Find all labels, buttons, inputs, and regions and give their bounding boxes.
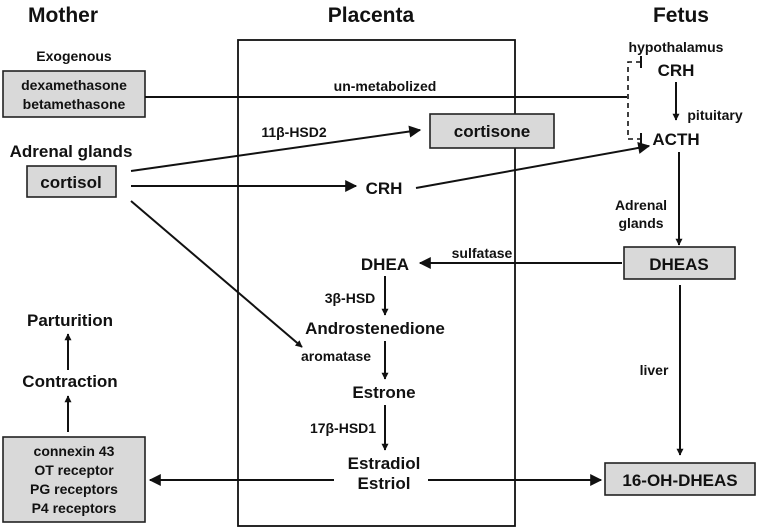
fetus-column-header: Fetus: [653, 4, 709, 27]
pg-receptors-text: PG receptors: [30, 481, 118, 497]
p4-receptors-text: P4 receptors: [32, 500, 117, 516]
connexin-text: connexin 43: [34, 443, 115, 459]
exogenous-label: Exogenous: [36, 48, 112, 64]
ot-receptor-text: OT receptor: [34, 462, 114, 478]
cortisol-box: [26, 165, 117, 198]
ohdheas-text: 16-OH-DHEAS: [622, 471, 737, 490]
acth-node: ACTH: [652, 130, 699, 149]
hypothalamus-label: hypothalamus: [629, 39, 724, 55]
exogenous-steroids-box: [2, 70, 146, 118]
cortisol-to-cortisone-arrow: [130, 125, 422, 172]
placenta-crh: CRH: [366, 179, 403, 198]
ohdheas-box: [604, 462, 756, 496]
adrenal-glands-label: Adrenal glands: [10, 142, 133, 161]
feedback-bracket: [627, 61, 641, 140]
mother-column-header: Mother: [28, 4, 98, 27]
cortisone-box: [429, 113, 555, 149]
placenta-frame: [237, 39, 516, 527]
liver-label: liver: [640, 362, 669, 378]
contraction-label: Contraction: [22, 372, 117, 391]
fetal-adrenal-label-line1: Adrenal: [615, 197, 667, 213]
cortisol-to-androstenedione-arrow: [130, 200, 303, 348]
sulfatase-label: sulfatase: [452, 245, 513, 261]
placental-crh-to-acth-arrow: [415, 142, 651, 189]
cortisol-text: cortisol: [40, 173, 101, 192]
pituitary-label: pituitary: [687, 107, 742, 123]
hsd17b1-label: 17β-HSD1: [310, 420, 376, 436]
dheas-box: [623, 246, 736, 280]
dexamethasone-text: dexamethasone: [21, 77, 127, 93]
aromatase-label: aromatase: [301, 348, 371, 364]
hsd3b-label: 3β-HSD: [325, 290, 376, 306]
androstenedione-node: Androstenedione: [305, 319, 445, 338]
unmetabolized-label: un-metabolized: [334, 78, 437, 94]
fetal-crh: CRH: [658, 61, 695, 80]
receptors-box: [2, 436, 146, 523]
estriol-node: Estriol: [358, 474, 411, 493]
parturition-label: Parturition: [27, 311, 113, 330]
estrone-node: Estrone: [352, 383, 415, 402]
cortisone-text: cortisone: [454, 122, 531, 141]
placenta-column-header: Placenta: [328, 4, 415, 27]
dheas-text: DHEAS: [649, 255, 709, 274]
dhea-node: DHEA: [361, 255, 409, 274]
hsd2-label: 11β-HSD2: [261, 124, 327, 140]
betamethasone-text: betamethasone: [23, 96, 126, 112]
estradiol-node: Estradiol: [348, 454, 421, 473]
fetal-adrenal-label-line2: glands: [618, 215, 663, 231]
